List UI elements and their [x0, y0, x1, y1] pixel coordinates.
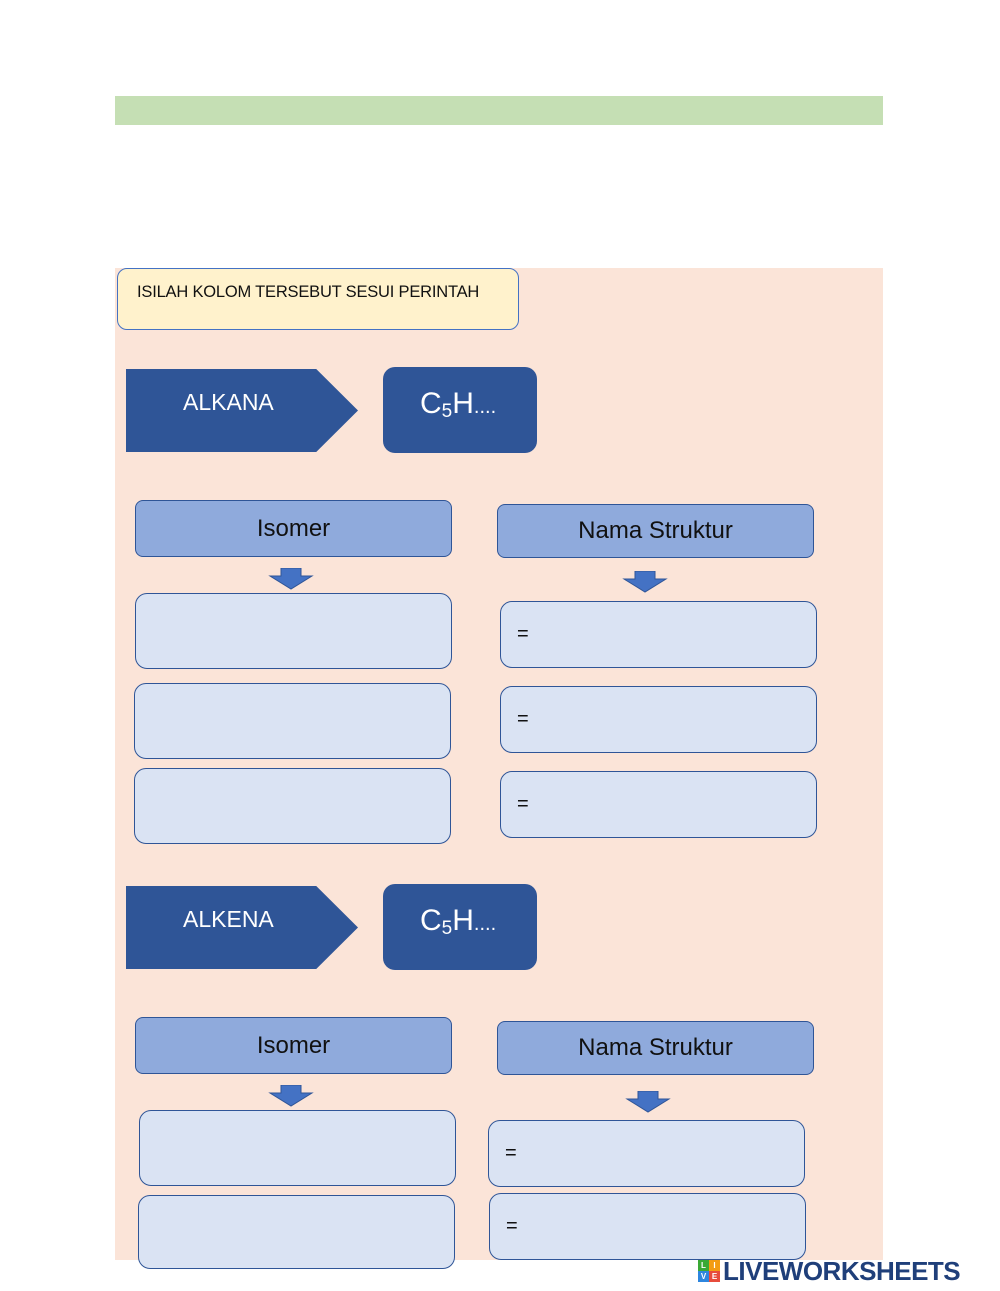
- liveworksheets-logo-icon: L I V E: [698, 1260, 720, 1282]
- structure-name-input-box[interactable]: =: [500, 771, 817, 838]
- equals-prefix: =: [517, 708, 529, 730]
- arrow-down-icon: [622, 571, 668, 593]
- isomer-header: Isomer: [135, 500, 452, 557]
- equals-prefix: =: [517, 793, 529, 815]
- section-label-alkena: ALKENA: [126, 886, 358, 969]
- structure-name-input-box[interactable]: =: [488, 1120, 805, 1187]
- arrow-down-icon: [268, 568, 314, 590]
- structure-name-input-box[interactable]: =: [489, 1193, 806, 1260]
- equals-prefix: =: [505, 1142, 517, 1164]
- liveworksheets-logo-text: LIVEWORKSHEETS: [723, 1255, 961, 1286]
- liveworksheets-logo: L I V E LIVEWORKSHEETS: [698, 1256, 998, 1286]
- structure-name-input-box[interactable]: =: [500, 601, 817, 668]
- isomer-input-box[interactable]: [134, 768, 451, 844]
- formula-box-alkana: C5H....: [383, 367, 537, 453]
- isomer-header: Isomer: [135, 1017, 452, 1074]
- isomer-input-box[interactable]: [134, 683, 451, 759]
- section-label-alkana: ALKANA: [126, 369, 358, 452]
- equals-prefix: =: [517, 623, 529, 645]
- arrow-down-icon: [268, 1085, 314, 1107]
- nama-struktur-header: Nama Struktur: [497, 1021, 814, 1075]
- isomer-input-box[interactable]: [139, 1110, 456, 1186]
- isomer-input-box[interactable]: [135, 593, 452, 669]
- equals-prefix: =: [506, 1215, 518, 1237]
- green-header-bar: [115, 96, 883, 125]
- isomer-input-box[interactable]: [138, 1195, 455, 1269]
- structure-name-input-box[interactable]: =: [500, 686, 817, 753]
- formula-box-alkena: C5H....: [383, 884, 537, 970]
- instruction-box: ISILAH KOLOM TERSEBUT SESUI PERINTAH: [117, 268, 519, 330]
- nama-struktur-header: Nama Struktur: [497, 504, 814, 558]
- arrow-down-icon: [625, 1091, 671, 1113]
